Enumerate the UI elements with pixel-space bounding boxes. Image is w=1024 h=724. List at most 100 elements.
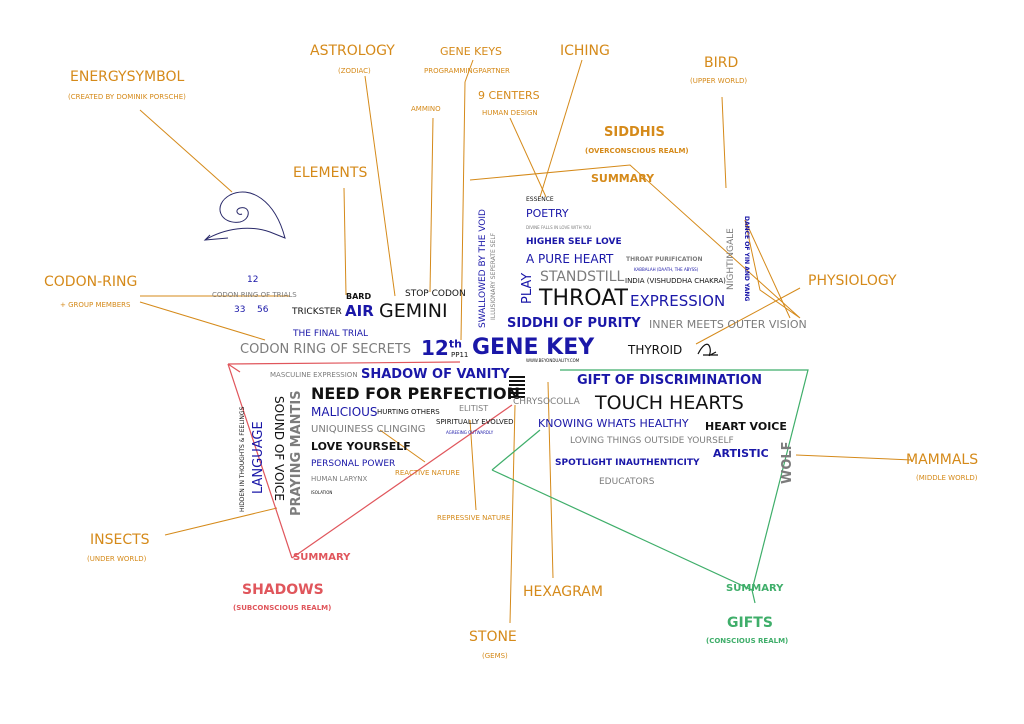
need-for-perfection: NEED FOR PERFECTION xyxy=(311,384,520,403)
the-final-trial: THE FINAL TRIAL xyxy=(293,329,368,339)
astrology-label: ASTROLOGY xyxy=(310,43,395,59)
a-pure-heart: A PURE HEART xyxy=(526,252,614,266)
inner-meets-outer-vision: INNER MEETS OUTER VISION xyxy=(649,318,807,331)
repressive-nature-label: REPRESSIVE NATURE xyxy=(437,514,511,522)
energysymbol-label: ENERGYSYMBOL xyxy=(70,69,185,85)
codon-12: 12 xyxy=(247,275,259,285)
pp11: PP11 xyxy=(451,351,469,359)
physiology-label: PHYSIOLOGY xyxy=(808,273,897,289)
reactive-nature-label: REACTIVE NATURE xyxy=(395,469,460,477)
hexagram-icon xyxy=(509,376,525,398)
elitist: ELITIST xyxy=(459,404,489,413)
ammino-label: AMMINO xyxy=(411,105,441,113)
energysymbol-sublabel: (CREATED BY DOMINIK PORSCHE) xyxy=(68,93,186,101)
iching-label: ICHING xyxy=(560,43,610,59)
shadows-sublabel: (SUBCONSCIOUS REALM) xyxy=(233,604,332,612)
agreeing-outwardly: AGREEING OUTWARDLY xyxy=(446,430,494,435)
trickster: TRICKSTER xyxy=(292,307,342,317)
signature-icon xyxy=(697,343,718,357)
gene-keys-sublabel: PROGRAMMINGPARTNER xyxy=(424,67,510,75)
codon-ring-of-secrets: CODON RING OF SECRETS xyxy=(240,342,412,357)
codon-ring-of-trials: CODON RING OF TRIALS xyxy=(212,291,297,299)
mammals-sublabel: (MIDDLE WORLD) xyxy=(916,474,978,482)
shadow-of-vanity: SHADOW OF VANITY xyxy=(361,367,510,382)
language: LANGUAGE xyxy=(251,421,266,494)
play: PLAY xyxy=(520,272,535,304)
elements-label: ELEMENTS xyxy=(293,165,368,181)
thyroid: THYROID xyxy=(628,343,683,357)
twelfth-suffix: th xyxy=(448,337,462,351)
loving-things-outside-yourself: LOVING THINGS OUTSIDE YOURSELF xyxy=(570,436,734,446)
touch-hearts: TOUCH HEARTS xyxy=(595,392,744,414)
gene-keys-label: GENE KEYS xyxy=(440,45,503,58)
stone-sublabel: (GEMS) xyxy=(482,652,508,660)
standstill: STANDSTILL xyxy=(540,269,625,285)
educators: EDUCATORS xyxy=(599,477,655,487)
gifts-summary-label: SUMMARY xyxy=(726,583,784,594)
essence: ESSENCE xyxy=(526,196,554,203)
orange-connectors xyxy=(139,59,913,624)
uniqueness-clinging: UNIQUINESS CLINGING xyxy=(311,424,426,435)
gift-of-discrimination: GIFT OF DISCRIMINATION xyxy=(577,373,762,388)
sound-of-voice: SOUND OF VOICE xyxy=(272,396,286,501)
gemini: GEMINI xyxy=(379,300,448,322)
stop-codon: STOP CODON xyxy=(405,289,466,299)
spotlight-inauthenticity: SPOTLIGHT INAUTHENTICITY xyxy=(555,458,700,468)
hurting-others: HURTING OTHERS xyxy=(377,408,440,416)
masculine-expression: MASCULINE EXPRESSION xyxy=(270,371,358,379)
india-chakra: INDIA (VISHUDDHA CHAKRA) xyxy=(625,277,726,285)
poetry: POETRY xyxy=(526,207,569,220)
bird-sublabel: (UPPER WORLD) xyxy=(690,77,748,85)
mammals-label: MAMMALS xyxy=(906,452,979,468)
gifts-label: GIFTS xyxy=(727,615,773,631)
shadows-summary-label: SUMMARY xyxy=(293,552,351,563)
air: AIR xyxy=(345,302,374,320)
gene-key-title: GENE KEY xyxy=(472,335,595,360)
swallowed-by-the-void: SWALLOWED BY THE VOID xyxy=(478,209,488,328)
isolation: ISOLATION xyxy=(311,490,333,495)
human-larynx: HUMAN LARYNX xyxy=(311,475,368,483)
kabbalah: KABBALAH (DAATH, THE ABYSS) xyxy=(634,267,699,272)
twelfth-number: 12th xyxy=(421,338,462,358)
illusionary-separate-self: ILLUSIONARY SEPERATE SELF xyxy=(490,232,497,320)
codon-56: 56 xyxy=(257,305,269,315)
throat-purification: THROAT PURIFICATION xyxy=(626,256,703,263)
nightingale: NIGHTINGALE xyxy=(726,228,736,290)
gifts-triangle xyxy=(491,369,809,604)
artistic: ARTISTIC xyxy=(713,447,769,460)
insects-sublabel: (UNDER WORLD) xyxy=(87,555,147,563)
nine-centers-sublabel: HUMAN DESIGN xyxy=(482,109,538,117)
energy-spiral-icon xyxy=(203,191,286,241)
codon-ring-label: CODON-RING xyxy=(44,274,138,290)
wolf: WOLF xyxy=(780,441,795,484)
shadows-label: SHADOWS xyxy=(242,582,324,598)
astrology-sublabel: (ZODIAC) xyxy=(338,67,371,75)
siddhis-summary-label: SUMMARY xyxy=(591,172,655,185)
siddhi-of-purity: SIDDHI OF PURITY xyxy=(507,316,641,331)
higher-self-love: HIGHER SELF LOVE xyxy=(526,237,622,247)
dance-of-yin-and-yang: DANCE OF YIN AND YANG xyxy=(743,216,750,302)
expression: EXPRESSION xyxy=(630,292,726,310)
stone-label: STONE xyxy=(469,629,517,645)
siddhis-sublabel: (OVERCONSCIOUS REALM) xyxy=(585,147,689,155)
website: WWW.BEYONDUALITY.COM xyxy=(526,358,580,363)
codon-33: 33 xyxy=(234,305,246,315)
bard: BARD xyxy=(346,292,372,301)
nine-centers-label: 9 CENTERS xyxy=(478,89,540,102)
hexagram-label: HEXAGRAM xyxy=(523,584,603,600)
personal-power: PERSONAL POWER xyxy=(311,459,396,469)
twelfth-digits: 12 xyxy=(421,336,449,360)
divine-falls: DIVINE FALLS IN LOVE WITH YOU xyxy=(526,225,592,230)
malicious: MALICIOUS xyxy=(311,405,378,419)
shadows-triangle xyxy=(227,361,513,559)
love-yourself: LOVE YOURSELF xyxy=(311,440,411,453)
codon-ring-sublabel: + GROUP MEMBERS xyxy=(60,301,131,309)
insects-label: INSECTS xyxy=(90,532,150,548)
spiritually-evolved: SPIRITUALLY EVOLVED xyxy=(436,418,514,426)
heart-voice: HEART VOICE xyxy=(705,420,787,433)
knowing-whats-healthy: KNOWING WHATS HEALTHY xyxy=(538,417,689,430)
throat: THROAT xyxy=(539,286,628,311)
chrysocolla: CHRYSOCOLLA xyxy=(513,397,580,407)
